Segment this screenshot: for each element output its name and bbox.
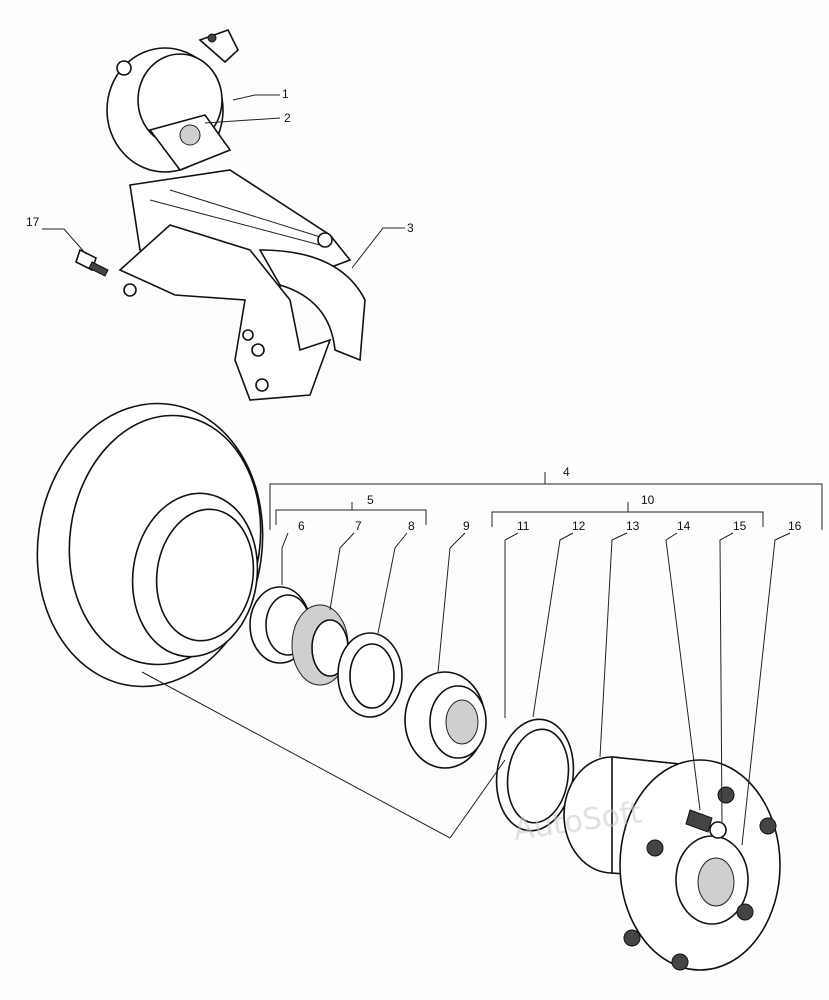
- bolt-17: [75, 248, 109, 277]
- callout-8: 8: [408, 519, 415, 533]
- stud-14: [685, 809, 713, 833]
- tone-ring-11: [495, 718, 575, 832]
- callout-12: 12: [572, 519, 586, 533]
- callout-7: 7: [355, 519, 362, 533]
- brake-disc: [36, 402, 264, 688]
- callout-5: 5: [367, 493, 374, 507]
- callout-13: 13: [626, 519, 640, 533]
- callout-15: 15: [733, 519, 747, 533]
- callout-1: 1: [282, 87, 289, 101]
- callout-11: 11: [517, 519, 530, 533]
- leader-lines: [42, 94, 823, 846]
- callout-10: 10: [641, 493, 655, 507]
- callout-4: 4: [563, 465, 570, 479]
- callout-labels: 1 2 3 4 5 6 7 8 9 10 11 12 13 14 15 16 1…: [26, 87, 802, 533]
- nut-15: [709, 821, 727, 839]
- ring-8: [337, 632, 403, 718]
- callout-9: 9: [463, 519, 470, 533]
- callout-17: 17: [26, 215, 40, 229]
- wheel-hub-13: [563, 756, 781, 971]
- bearing-9: [404, 671, 487, 769]
- callout-16: 16: [788, 519, 802, 533]
- callout-14: 14: [677, 519, 691, 533]
- brake-caliper-assembly: [106, 29, 366, 401]
- callout-2: 2: [284, 111, 291, 125]
- callout-3: 3: [407, 221, 414, 235]
- callout-6: 6: [298, 519, 305, 533]
